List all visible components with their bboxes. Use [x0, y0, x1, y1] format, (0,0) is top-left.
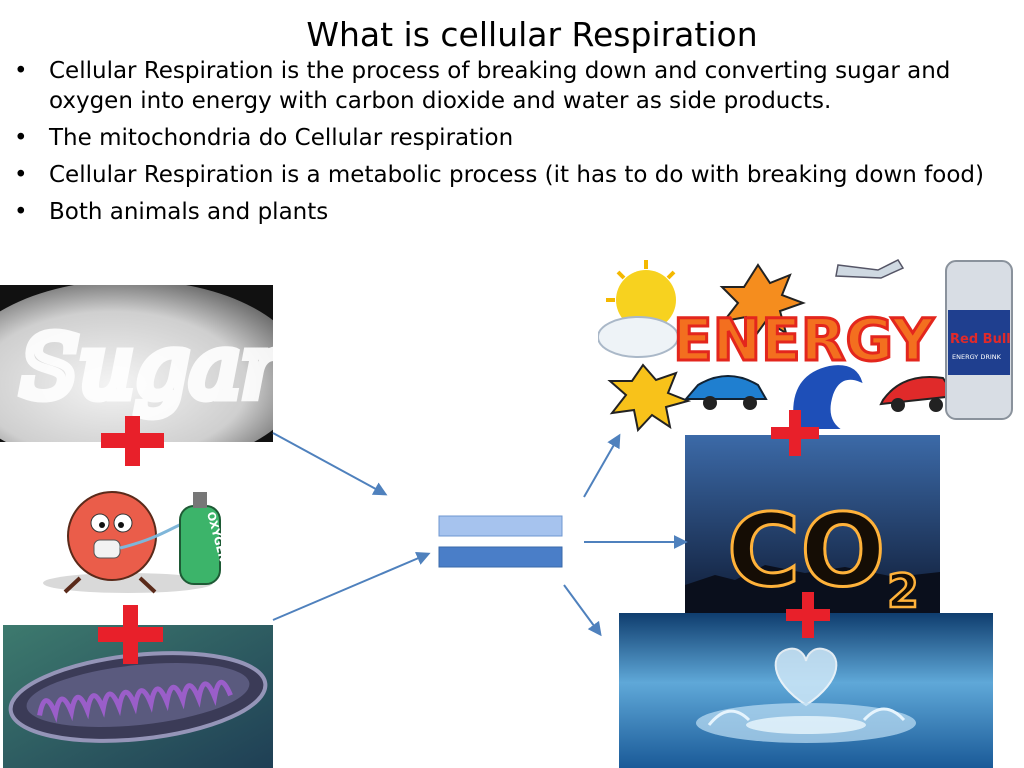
bullet-item: • Both animals and plants	[14, 197, 1004, 227]
sugar-image: Sugar	[0, 285, 273, 442]
slide-title: What is cellular Respiration	[306, 15, 758, 54]
bullet-text: Both animals and plants	[49, 199, 329, 225]
energy-collage-image: ENERGY Red Bull ENERGY DRINK	[598, 255, 1018, 435]
bullet-item: • The mitochondria do Cellular respiratio…	[14, 123, 1004, 153]
arrow-sugar-to-equals	[272, 432, 388, 496]
plus-icon	[771, 410, 819, 456]
bullet-text: The mitochondria do Cellular respiration	[49, 125, 514, 151]
bullet-list: • Cellular Respiration is the process of …	[14, 56, 1004, 234]
energy-word: ENERGY	[673, 306, 935, 374]
equals-sign	[438, 515, 563, 568]
co2-image: CO 2	[685, 435, 940, 615]
bullet-icon: •	[14, 125, 28, 151]
water-splash-image	[619, 613, 993, 768]
redbull-sub-label: ENERGY DRINK	[952, 353, 1002, 361]
arrow-to-energy	[583, 433, 621, 498]
oxygen-cartoon-image: OXYGEN	[30, 458, 252, 606]
bullet-icon: •	[14, 58, 28, 84]
co2-word: CO	[727, 492, 885, 609]
bullet-icon: •	[14, 199, 28, 225]
bullet-icon: •	[14, 162, 28, 188]
sugar-word: Sugar	[20, 318, 273, 418]
co2-subscript: 2	[887, 564, 919, 615]
redbull-label: Red Bull	[950, 332, 1011, 347]
plus-icon	[101, 416, 164, 466]
bullet-text: Cellular Respiration is the process of b…	[49, 58, 951, 114]
plus-icon	[786, 592, 830, 638]
bullet-item: • Cellular Respiration is a metabolic pro…	[14, 160, 1004, 190]
bullet-item: • Cellular Respiration is the process of …	[14, 56, 1004, 116]
plus-icon	[98, 605, 163, 664]
arrow-to-water	[563, 584, 602, 637]
arrow-mito-to-equals	[272, 551, 431, 621]
bullet-text: Cellular Respiration is a metabolic proc…	[49, 162, 984, 188]
